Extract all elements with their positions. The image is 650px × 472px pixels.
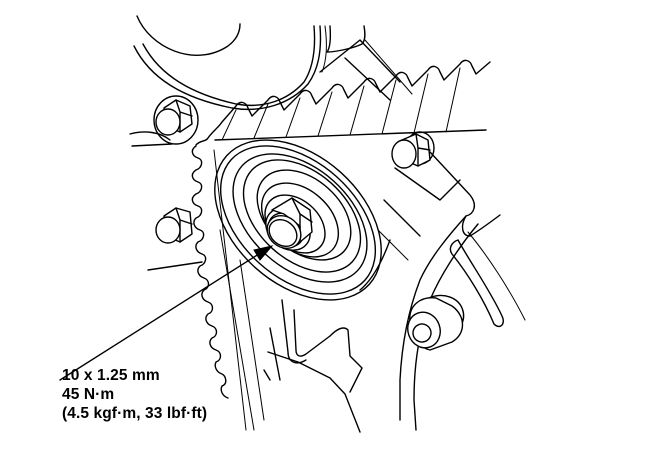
mounting-bolt-right: [392, 132, 434, 168]
dowel-collar: [403, 288, 470, 352]
engine-cover: [220, 40, 525, 432]
torque-callout: 10 x 1.25 mm 45 N·m (4.5 kgf·m, 33 lbf·f…: [62, 366, 207, 423]
mounting-bolt-upper-left: [130, 96, 198, 146]
leader-arrow: [60, 246, 272, 380]
torque-nm-label: 45 N·m: [62, 386, 115, 403]
mounting-bolt-left: [148, 208, 202, 270]
tensioner-bolt: [257, 198, 318, 259]
torque-alt-label: (4.5 kgf·m, 33 lbf·ft): [62, 405, 208, 422]
timing-belt: [192, 60, 490, 430]
upper-pulley: [134, 16, 365, 109]
bolt-size-label: 10 x 1.25 mm: [62, 367, 160, 384]
